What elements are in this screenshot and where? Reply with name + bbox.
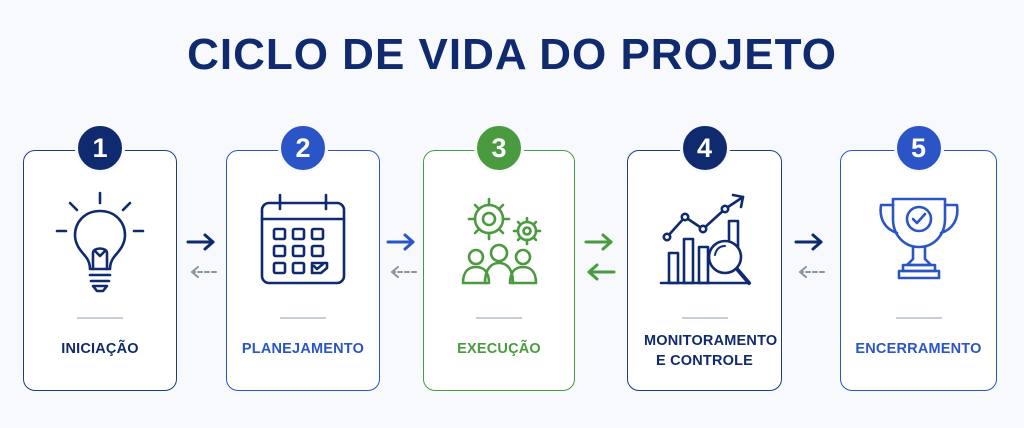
connector-2-3 [382, 228, 422, 288]
step-card-execucao: 3 [423, 123, 575, 391]
separator-line [476, 317, 522, 319]
forward-arrow-icon [386, 233, 415, 251]
step-label: PLANEJAMENTO [241, 341, 365, 357]
lightbulb-icon [40, 189, 160, 299]
connector-1-2 [182, 228, 222, 288]
forward-arrow-icon [186, 233, 215, 251]
connector-4-5 [790, 228, 830, 288]
step-label: ENCERRAMENTO [855, 341, 982, 357]
step-number-badge: 5 [893, 123, 944, 173]
step-label: EXECUÇÃO [457, 341, 541, 357]
step-number-badge: 2 [278, 123, 328, 173]
back-arrow-icon [799, 266, 825, 278]
gears-team-icon [439, 189, 559, 299]
connector-3-4 [580, 228, 620, 288]
separator-line [895, 317, 942, 319]
step-label: MONITORAMENTO E CONTROLE [644, 333, 778, 369]
step-card-monitoramento: 4 MONITORAMENTO E CONTROLE [627, 123, 782, 391]
chart-magnifier-icon [645, 189, 765, 299]
forward-arrow-icon [794, 233, 823, 251]
separator-line [280, 317, 326, 319]
separator-line [681, 317, 728, 319]
back-arrow-icon [191, 266, 217, 278]
step-number-badge: 1 [75, 123, 125, 173]
separator-line [77, 317, 123, 319]
back-arrow-icon [587, 263, 616, 281]
back-arrow-icon [391, 266, 417, 278]
calendar-icon [243, 189, 363, 299]
trophy-icon [859, 189, 979, 299]
step-number-badge: 4 [679, 123, 730, 173]
step-card-encerramento: 5 ENCERRAMENTO [840, 123, 997, 391]
step-card-iniciacao: 1 INICIAÇÃO [23, 123, 177, 391]
step-number-badge: 3 [474, 123, 524, 173]
page-title: CICLO DE VIDA DO PROJETO [187, 30, 837, 79]
forward-arrow-icon [584, 233, 613, 251]
step-card-planejamento: 2 PLANEJAMENTO [226, 123, 380, 391]
step-label: INICIAÇÃO [61, 341, 139, 357]
